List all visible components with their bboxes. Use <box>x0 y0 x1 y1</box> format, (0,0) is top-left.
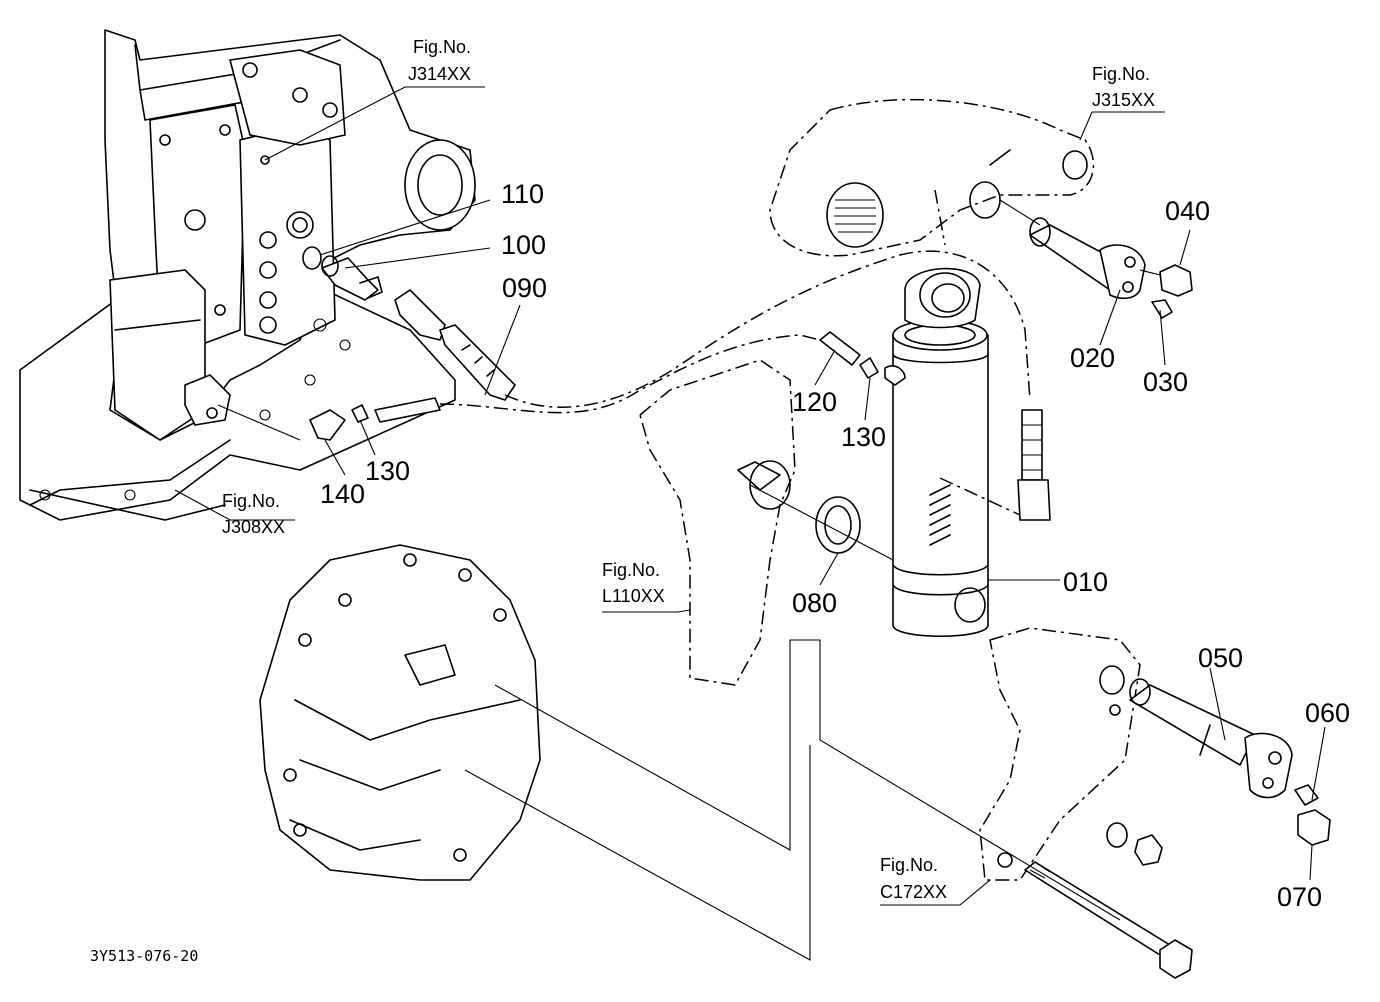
fig-ref-c172: Fig.No. C172XX <box>880 855 947 902</box>
fig-ref-j314: Fig.No. J314XX <box>408 37 471 84</box>
bolt-040 <box>1139 264 1193 297</box>
hose-line-main <box>504 250 1031 408</box>
bracket-l110 <box>639 359 796 686</box>
fig-ref-l110-code: L110XX <box>602 586 665 606</box>
part-label-120: 120 <box>792 387 837 417</box>
part-label-100: 100 <box>501 230 546 260</box>
center-line-lower <box>494 639 1121 921</box>
part-label-070: 070 <box>1277 882 1322 912</box>
fig-ref-j315-caption: Fig.No. <box>1092 64 1150 84</box>
pipe-120 <box>819 331 861 366</box>
center-line-bushing <box>749 484 894 561</box>
adapter-100 <box>321 255 383 301</box>
fig-ref-j308-code: J308XX <box>222 517 285 537</box>
part-label-010: 010 <box>1063 567 1108 597</box>
lift-cylinder-010 <box>892 267 1021 638</box>
washer-130-right <box>859 357 906 386</box>
hose-fitting-right <box>1017 409 1051 521</box>
long-bolt <box>1024 861 1193 979</box>
washer-130-left <box>351 404 369 423</box>
part-label-020: 020 <box>1070 343 1115 373</box>
fig-ref-l110: Fig.No. L110XX <box>602 560 665 606</box>
valve-block-assembly <box>19 29 476 521</box>
part-label-060: 060 <box>1305 698 1350 728</box>
grease-nipple-030 <box>1151 299 1173 319</box>
part-label-130-right: 130 <box>841 422 886 452</box>
bushing-080 <box>815 496 861 554</box>
part-label-110: 110 <box>501 179 544 209</box>
pin-050 <box>1129 678 1293 799</box>
o-ring-110 <box>302 246 322 270</box>
leader-lines <box>174 86 1326 906</box>
fig-ref-j315-code: J315XX <box>1092 90 1155 110</box>
bolt-070 <box>1297 809 1331 846</box>
fig-ref-j308: Fig.No. J308XX <box>222 491 285 537</box>
fig-ref-j315: Fig.No. J315XX <box>1092 64 1155 110</box>
part-label-040: 040 <box>1165 196 1210 226</box>
part-label-080: 080 <box>792 588 837 618</box>
fig-ref-j308-caption: Fig.No. <box>222 491 280 511</box>
pin-020 <box>999 199 1146 300</box>
part-label-090: 090 <box>502 273 547 303</box>
part-label-050: 050 <box>1198 643 1243 673</box>
center-line-bottom <box>464 745 811 961</box>
nut-and-washer <box>1106 822 1163 866</box>
pipe-fitting <box>374 397 441 423</box>
hose-090 <box>394 289 516 401</box>
elbow-fitting-140 <box>309 409 346 441</box>
transmission-case <box>259 544 541 881</box>
fig-ref-l110-caption: Fig.No. <box>602 560 660 580</box>
fig-ref-c172-caption: Fig.No. <box>880 855 938 875</box>
fig-ref-c172-code: C172XX <box>880 882 947 902</box>
part-label-030: 030 <box>1143 367 1188 397</box>
center-line-elbow <box>217 404 301 441</box>
fig-ref-j314-code: J314XX <box>408 64 471 84</box>
bracket-c172 <box>979 627 1141 881</box>
part-label-140: 140 <box>320 479 365 509</box>
document-code: 3Y513-076-20 <box>90 947 198 965</box>
part-label-130-left: 130 <box>365 456 410 486</box>
fig-ref-j314-caption: Fig.No. <box>413 37 471 57</box>
